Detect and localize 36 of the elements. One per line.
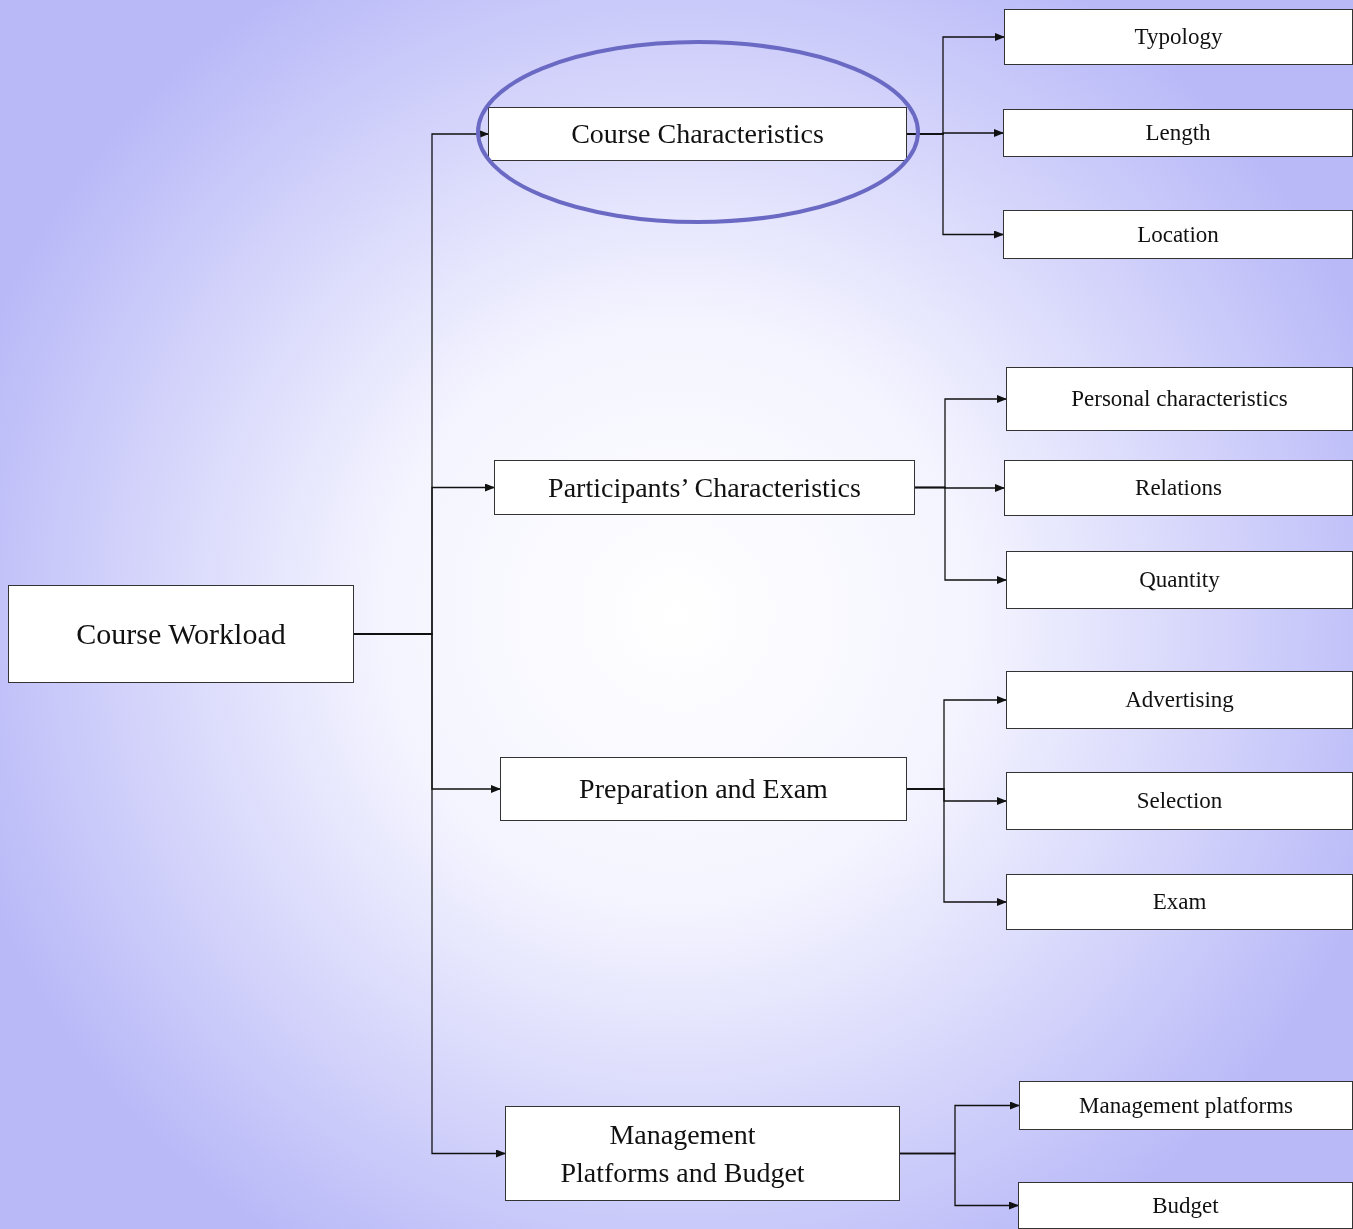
box-label: Exam bbox=[1152, 888, 1207, 917]
category-box bbox=[494, 460, 915, 515]
subcategory-box bbox=[1006, 551, 1353, 609]
arrow bbox=[906, 788, 1007, 906]
box-label: Management platforms bbox=[1079, 1091, 1293, 1120]
arrow bbox=[899, 1152, 1019, 1210]
subcategory-box bbox=[1006, 367, 1353, 431]
box-label: Personal characteristics bbox=[1071, 385, 1288, 414]
subcategory-box bbox=[1003, 210, 1353, 259]
category-box bbox=[500, 757, 907, 821]
box-label: Preparation and Exam bbox=[579, 772, 828, 807]
box-label: Quantity bbox=[1139, 566, 1220, 595]
box-label: Course Workload bbox=[76, 615, 286, 652]
subcategory-box bbox=[1019, 1081, 1353, 1130]
subcategory-box bbox=[1006, 671, 1353, 729]
subcategory-box bbox=[1006, 772, 1353, 830]
box-label: Course Characteristics bbox=[571, 117, 824, 152]
box-label: Length bbox=[1145, 119, 1211, 148]
box-label: Management Platforms and Budget bbox=[559, 1117, 806, 1190]
box-label: Budget bbox=[1152, 1191, 1219, 1220]
box-label: Typology bbox=[1134, 23, 1223, 52]
subcategory-box bbox=[1004, 9, 1353, 65]
subcategory-box bbox=[1006, 874, 1353, 930]
box-label: Participants’ Characteristics bbox=[548, 470, 861, 505]
box-label: Selection bbox=[1136, 787, 1223, 816]
subcategory-box bbox=[1003, 109, 1353, 157]
box-label: Advertising bbox=[1125, 686, 1234, 715]
arrow bbox=[906, 133, 1004, 239]
category-box bbox=[488, 107, 907, 161]
box-label: Location bbox=[1137, 220, 1219, 249]
subcategory-box bbox=[1018, 1182, 1353, 1229]
box-label: Relations bbox=[1135, 474, 1222, 503]
subcategory-box bbox=[1004, 460, 1353, 516]
category-box bbox=[505, 1106, 900, 1201]
arrow bbox=[914, 486, 1007, 584]
category-box bbox=[8, 585, 354, 683]
